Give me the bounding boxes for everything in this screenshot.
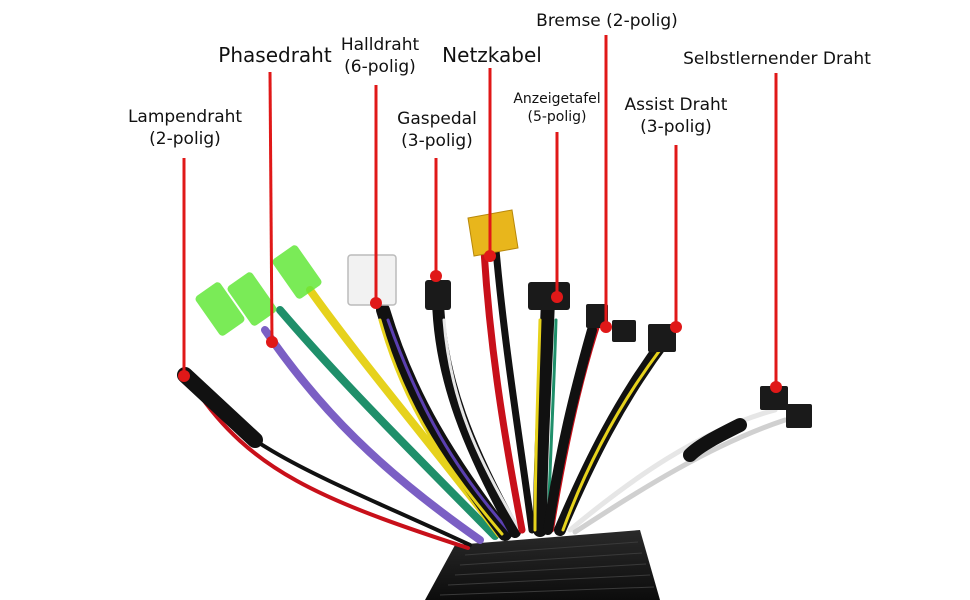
- label-brake: Bremse (2-polig): [527, 10, 687, 32]
- label-hall-title: Halldraht: [340, 35, 420, 55]
- label-display-title: Anzeigetafel: [513, 91, 601, 107]
- label-hall: Halldraht (6-polig): [325, 34, 435, 79]
- label-brake-title: Bremse (2-polig): [536, 11, 678, 31]
- label-gas: Gaspedal (3-polig): [382, 108, 492, 153]
- label-assist-title: Assist Draht: [624, 95, 728, 115]
- label-learn-title: Selbstlernender Draht: [683, 49, 871, 69]
- label-display-pins: (5-polig): [527, 109, 587, 126]
- label-hall-pins: (6-polig): [344, 57, 416, 78]
- controller-box: [425, 530, 660, 600]
- label-gas-title: Gaspedal: [397, 109, 477, 129]
- label-power-title: Netzkabel: [442, 43, 542, 67]
- label-lamp: Lampendraht (2-polig): [115, 106, 255, 151]
- label-phase-title: Phasedraht: [218, 43, 332, 67]
- label-assist-pins: (3-polig): [640, 117, 712, 138]
- wires: [188, 246, 788, 550]
- label-learn: Selbstlernender Draht: [672, 48, 882, 70]
- pointer-lines: [182, 35, 778, 387]
- label-assist: Assist Draht (3-polig): [616, 94, 736, 139]
- label-phase: Phasedraht: [205, 42, 345, 68]
- label-power: Netzkabel: [432, 42, 552, 68]
- lamp-heatshrink: [177, 367, 263, 448]
- label-lamp-pins: (2-polig): [149, 129, 221, 150]
- label-lamp-title: Lampendraht: [127, 107, 243, 127]
- label-display: Anzeigetafel (5-polig): [494, 90, 620, 127]
- pointer-dots: [178, 250, 782, 393]
- label-gas-pins: (3-polig): [401, 131, 473, 152]
